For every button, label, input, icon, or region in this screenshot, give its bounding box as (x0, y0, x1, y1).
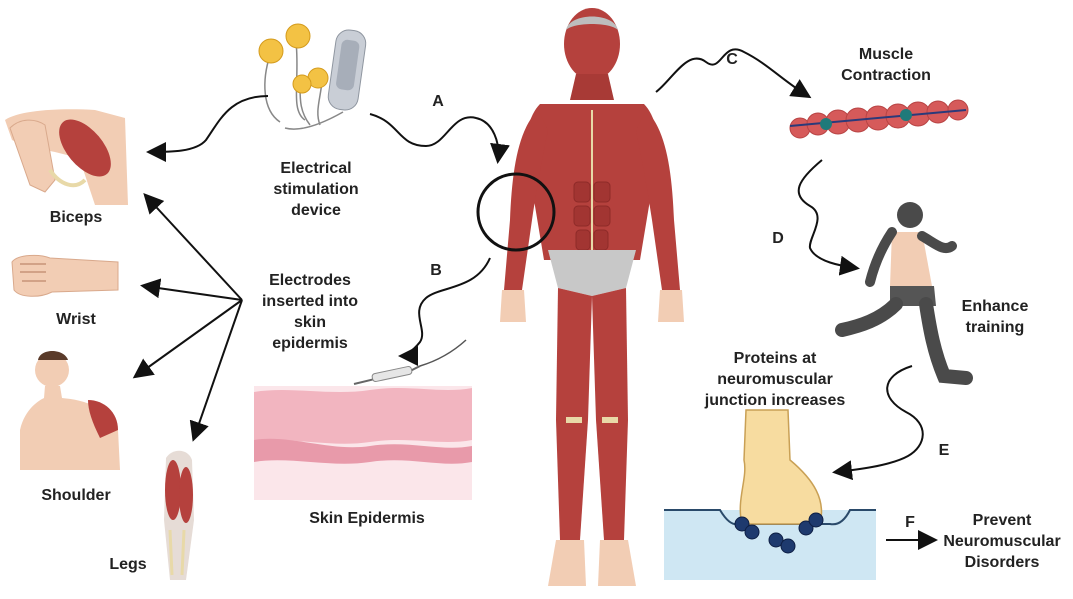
arrow-electrodes-to-wrist (144, 286, 242, 300)
label-proteins: Proteins at neuromuscular junction incre… (690, 348, 860, 411)
step-d-label: D (768, 228, 788, 249)
stimulation-device-illustration (259, 24, 367, 129)
arrow-device-to-biceps (150, 96, 268, 152)
skin-epidermis-illustration (254, 340, 472, 500)
label-electrodes: Electrodes inserted into skin epidermis (250, 270, 370, 354)
electrode-pad-icon (286, 24, 310, 48)
label-enhance-training: Enhance training (940, 296, 1050, 338)
step-a-label: A (428, 91, 448, 112)
runner-illustration (842, 202, 966, 378)
electrode-pad-icon (293, 75, 311, 93)
muscle-fiber-illustration (790, 100, 968, 138)
step-e-label: E (934, 440, 954, 461)
label-skin-epidermis: Skin Epidermis (292, 508, 442, 529)
label-legs: Legs (108, 554, 148, 575)
label-shoulder: Shoulder (26, 485, 126, 506)
arrow-electrodes-to-biceps (146, 196, 242, 300)
arrow-fiber-to-runner (799, 160, 856, 268)
shoulder-illustration (20, 351, 120, 470)
neuromuscular-junction-illustration (664, 410, 876, 580)
electrode-pad-icon (259, 39, 283, 63)
label-prevent: Prevent Neuromuscular Disorders (940, 510, 1064, 573)
legs-illustration (164, 451, 194, 580)
step-c-label: C (722, 49, 742, 70)
biceps-illustration (5, 109, 128, 205)
step-f-label: F (900, 512, 920, 533)
arrow-electrodes-to-shoulder (136, 300, 242, 376)
label-biceps: Biceps (36, 207, 116, 228)
wrist-illustration (12, 255, 118, 296)
step-b-label: B (426, 260, 446, 281)
arrow-body-to-skin (402, 258, 490, 356)
label-muscle-contraction: Muscle Contraction (826, 44, 946, 86)
human-muscle-figure (500, 8, 684, 586)
arrow-device-to-body (370, 114, 498, 160)
label-wrist: Wrist (36, 309, 116, 330)
label-device: Electrical stimulation device (256, 158, 376, 221)
arrow-electrodes-to-legs (194, 300, 242, 438)
